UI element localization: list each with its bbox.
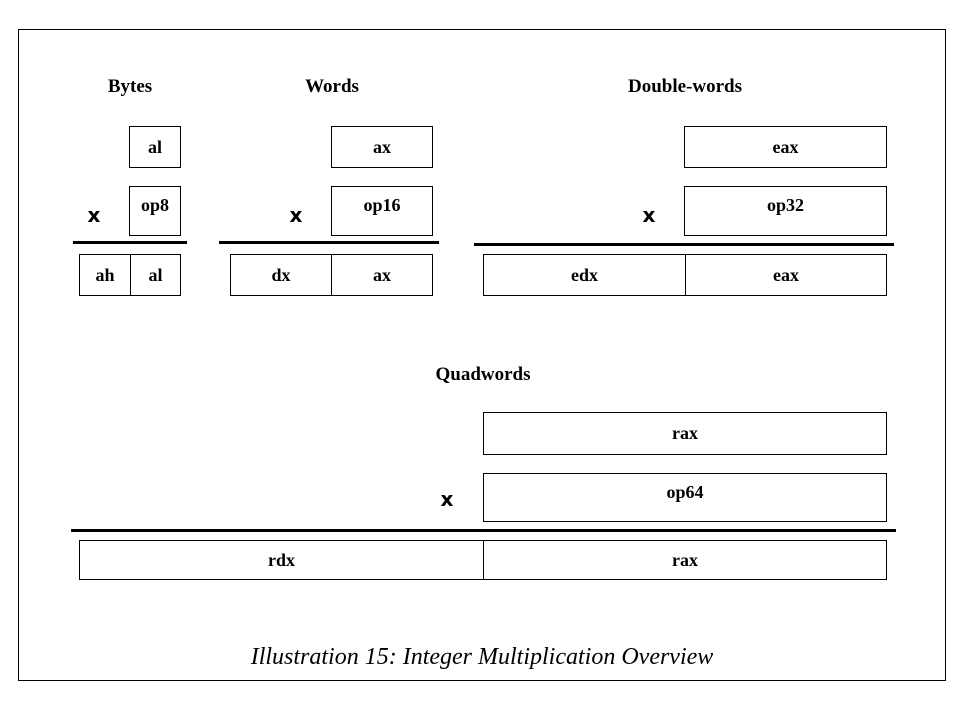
dwords-title: Double-words [627, 76, 742, 97]
qwords-multiplier-box: op64 [483, 473, 887, 522]
words-operand-box: ax [331, 126, 433, 168]
dwords-multiplier-box: op32 [684, 186, 887, 236]
bytes-multiplier-box: op8 [129, 186, 181, 236]
bytes-result-high-box: ah [79, 254, 131, 296]
dwords-result-high-box: edx [483, 254, 686, 296]
qwords-result-rule [71, 529, 896, 532]
qwords-times-sign: x [440, 487, 454, 511]
bytes-result-rule [73, 241, 187, 244]
words-result-low-box: ax [331, 254, 433, 296]
illustration-frame [18, 29, 946, 681]
bytes-title: Bytes [107, 76, 153, 97]
words-times-sign: x [289, 203, 303, 227]
words-result-high-box: dx [230, 254, 332, 296]
bytes-times-sign: x [87, 203, 101, 227]
words-result-rule [219, 241, 439, 244]
qwords-title: Quadwords [435, 364, 531, 385]
illustration-caption: Illustration 15: Integer Multiplication … [250, 644, 714, 670]
qwords-operand-box: rax [483, 412, 887, 455]
dwords-result-low-box: eax [685, 254, 887, 296]
words-title: Words [305, 76, 359, 97]
bytes-result-low-box: al [130, 254, 181, 296]
dwords-result-rule [474, 243, 894, 246]
bytes-operand-box: al [129, 126, 181, 168]
words-multiplier-box: op16 [331, 186, 433, 236]
qwords-result-low-box: rax [483, 540, 887, 580]
qwords-result-high-box: rdx [79, 540, 484, 580]
dwords-times-sign: x [642, 203, 656, 227]
dwords-operand-box: eax [684, 126, 887, 168]
